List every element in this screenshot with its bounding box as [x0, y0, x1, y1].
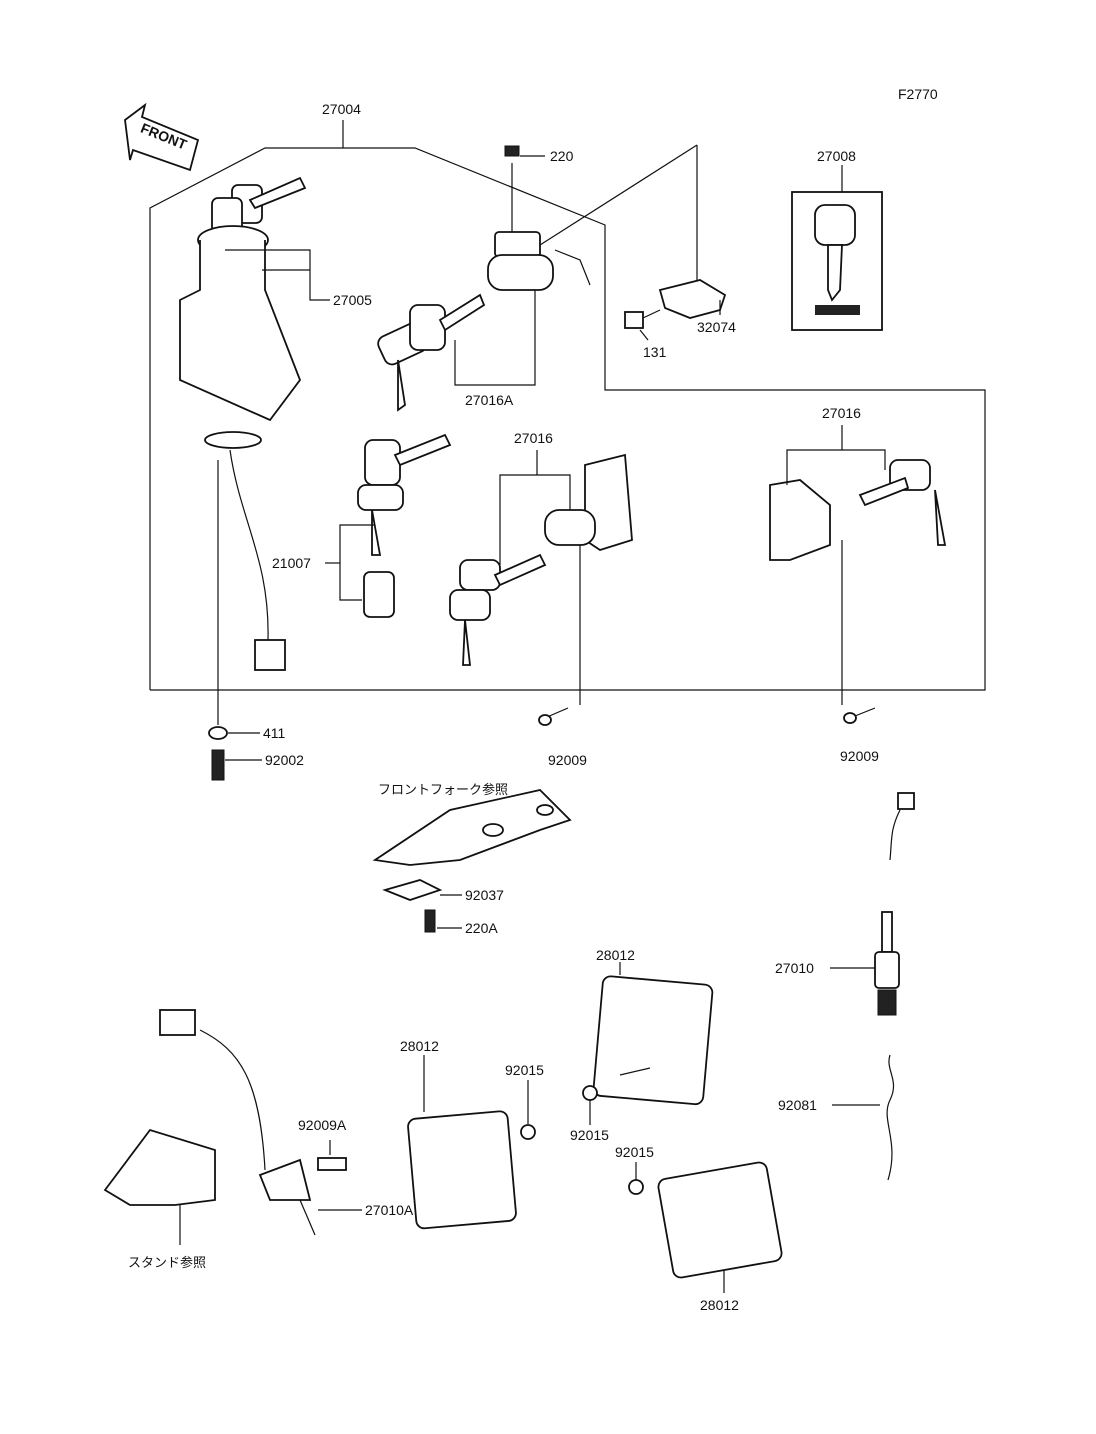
reflector-28012-left — [407, 1110, 517, 1230]
lock-27016A — [377, 231, 591, 412]
part-label: 32074 — [697, 319, 736, 335]
part-label: 411 — [263, 725, 286, 741]
part-label: 21007 — [272, 555, 311, 571]
bolt-92002 — [211, 749, 262, 781]
part-label: 92037 — [465, 887, 504, 903]
lock-21007 — [357, 433, 452, 618]
lock-27016-mid — [449, 453, 633, 666]
reflector-28012-top — [592, 975, 714, 1106]
key-card-27008 — [791, 165, 883, 331]
fork-bracket — [372, 789, 572, 933]
washer-411 — [208, 726, 260, 740]
part-label: 92009 — [840, 748, 879, 764]
nuts-92015 — [520, 1085, 644, 1195]
screw-92009-right — [843, 707, 876, 724]
part-label: 92015 — [505, 1062, 544, 1078]
stand-switch-27010A — [103, 1009, 347, 1236]
part-label: 27004 — [322, 101, 361, 117]
assembly-frame — [149, 147, 986, 691]
front-arrow-icon: FRONT — [124, 102, 200, 172]
ignition-switch — [179, 176, 307, 671]
part-label: 131 — [643, 344, 667, 360]
reference-note: スタンド参照 — [128, 1255, 206, 1271]
part-label: 92081 — [778, 1097, 817, 1113]
part-label: 220 — [550, 148, 574, 164]
reference-note: フロントフォーク参照 — [378, 782, 508, 798]
switch-27010 — [874, 792, 915, 1181]
part-label: 28012 — [400, 1038, 439, 1054]
part-label: 27016 — [514, 430, 553, 446]
part-label: 27010A — [365, 1202, 414, 1218]
part-label: 28012 — [596, 947, 635, 963]
lock-27016-right — [769, 459, 947, 561]
part-label: 92009 — [548, 752, 587, 768]
diagram-code: F2770 — [898, 86, 938, 102]
screw-220 — [504, 145, 545, 157]
part-label: 27010 — [775, 960, 814, 976]
part-label: 220A — [465, 920, 498, 936]
screw-92009-mid — [538, 707, 569, 726]
reflector-28012-bottom — [657, 1161, 783, 1279]
part-label: 92015 — [570, 1127, 609, 1143]
part-label: 27005 — [333, 292, 372, 308]
part-label: 92009A — [298, 1117, 347, 1133]
part-label: 92002 — [265, 752, 304, 768]
part-label: 27016A — [465, 392, 514, 408]
part-label: 92015 — [615, 1144, 654, 1160]
part-label: 27016 — [822, 405, 861, 421]
part-label: 27008 — [817, 148, 856, 164]
part-label: 28012 — [700, 1297, 739, 1313]
